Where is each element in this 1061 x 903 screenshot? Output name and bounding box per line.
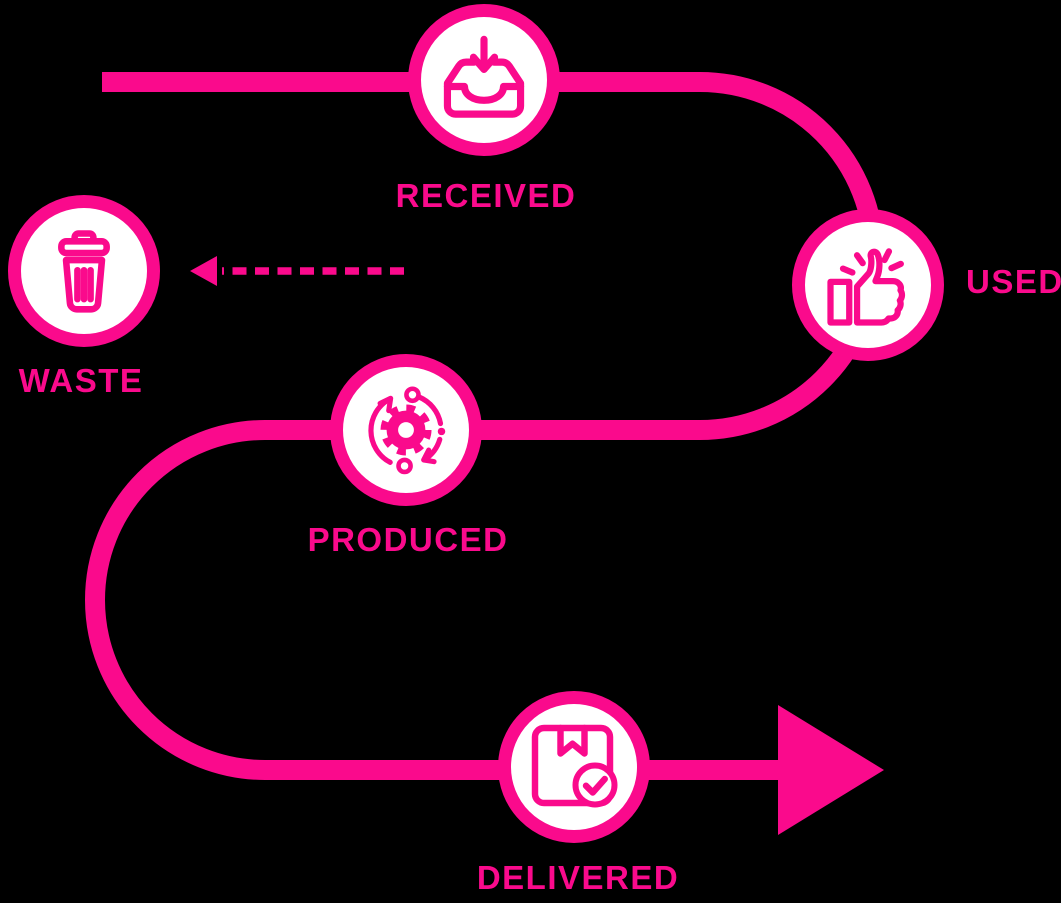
- delivered-label: DELIVERED: [476, 859, 680, 896]
- inbox-receive-icon: [443, 35, 525, 118]
- thumbs-up-icon: [827, 248, 906, 326]
- main-flow-line: [85, 72, 884, 780]
- waste-arrowhead-icon: [190, 256, 217, 286]
- node-received: [408, 4, 560, 156]
- gear-process-icon: [368, 386, 446, 475]
- node-used: [792, 209, 944, 361]
- received-label: RECEIVED: [395, 177, 577, 214]
- package-check-icon: [531, 724, 618, 808]
- flow-end-arrowhead-icon: [778, 705, 884, 835]
- node-produced: [330, 354, 482, 506]
- used-label: USED: [966, 263, 1061, 300]
- node-delivered: [498, 691, 650, 843]
- trash-icon: [58, 230, 110, 313]
- waste-label: WASTE: [18, 362, 144, 399]
- produced-label: PRODUCED: [307, 521, 509, 558]
- node-waste: [8, 195, 160, 347]
